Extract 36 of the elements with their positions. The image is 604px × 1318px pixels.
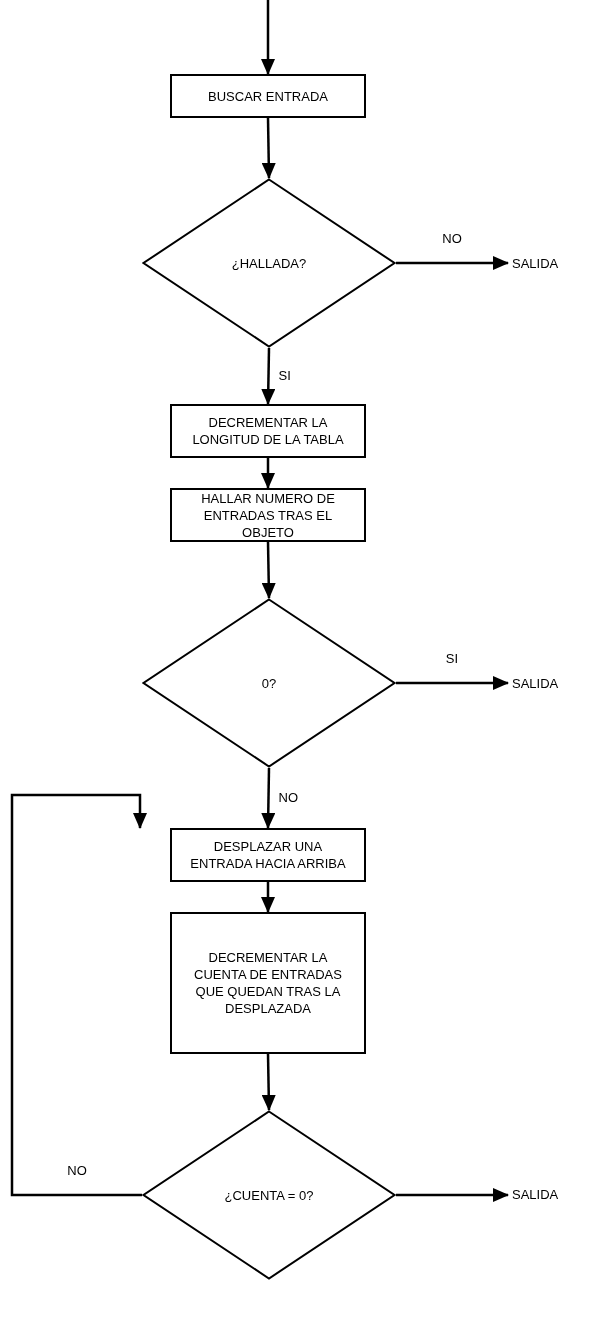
decision-text: ¿HALLADA?	[231, 254, 307, 272]
process-box	[170, 404, 366, 458]
decision-diamond	[142, 598, 396, 768]
process-text: BUSCAR ENTRADA	[208, 87, 328, 105]
arrow	[261, 882, 275, 913]
arrow	[261, 347, 276, 405]
arrow	[261, 458, 275, 489]
arrow	[396, 1188, 509, 1202]
process-box	[170, 828, 366, 882]
edge-label: NO	[66, 1162, 88, 1180]
arrow	[261, 541, 276, 599]
process-box	[170, 74, 366, 118]
edge-label: NO	[278, 789, 298, 807]
arrow	[261, 767, 276, 829]
decision-text: 0?	[261, 674, 277, 692]
exit-label: SALIDA	[512, 672, 600, 696]
arrow	[261, 117, 276, 179]
arrow	[261, 0, 275, 75]
decision-diamond	[142, 178, 396, 348]
process-text: DECREMENTAR LA LONGITUD DE LA TABLA	[191, 414, 345, 448]
edge-label: SI	[278, 367, 291, 385]
process-box	[170, 912, 366, 1054]
arrow	[261, 1053, 276, 1111]
exit-label: SALIDA	[512, 252, 600, 276]
edge-label: NO	[441, 230, 463, 248]
arrow	[396, 256, 509, 270]
process-text: DECREMENTAR LA CUENTA DE ENTRADAS QUE QUEDAN TRAS LA DESPLAZADA	[193, 949, 343, 1017]
decision-diamond	[142, 1110, 396, 1280]
arrow	[396, 676, 509, 690]
arrow	[10, 793, 147, 1197]
process-text: DESPLAZAR UNA ENTRADA HACIA ARRIBA	[189, 838, 347, 872]
process-text: HALLAR NUMERO DE ENTRADAS TRAS EL OBJETO	[200, 489, 336, 541]
decision-text: ¿CUENTA = 0?	[224, 1186, 314, 1204]
exit-label: SALIDA	[512, 1183, 600, 1207]
process-box	[170, 488, 366, 542]
edge-label: SI	[444, 650, 460, 668]
